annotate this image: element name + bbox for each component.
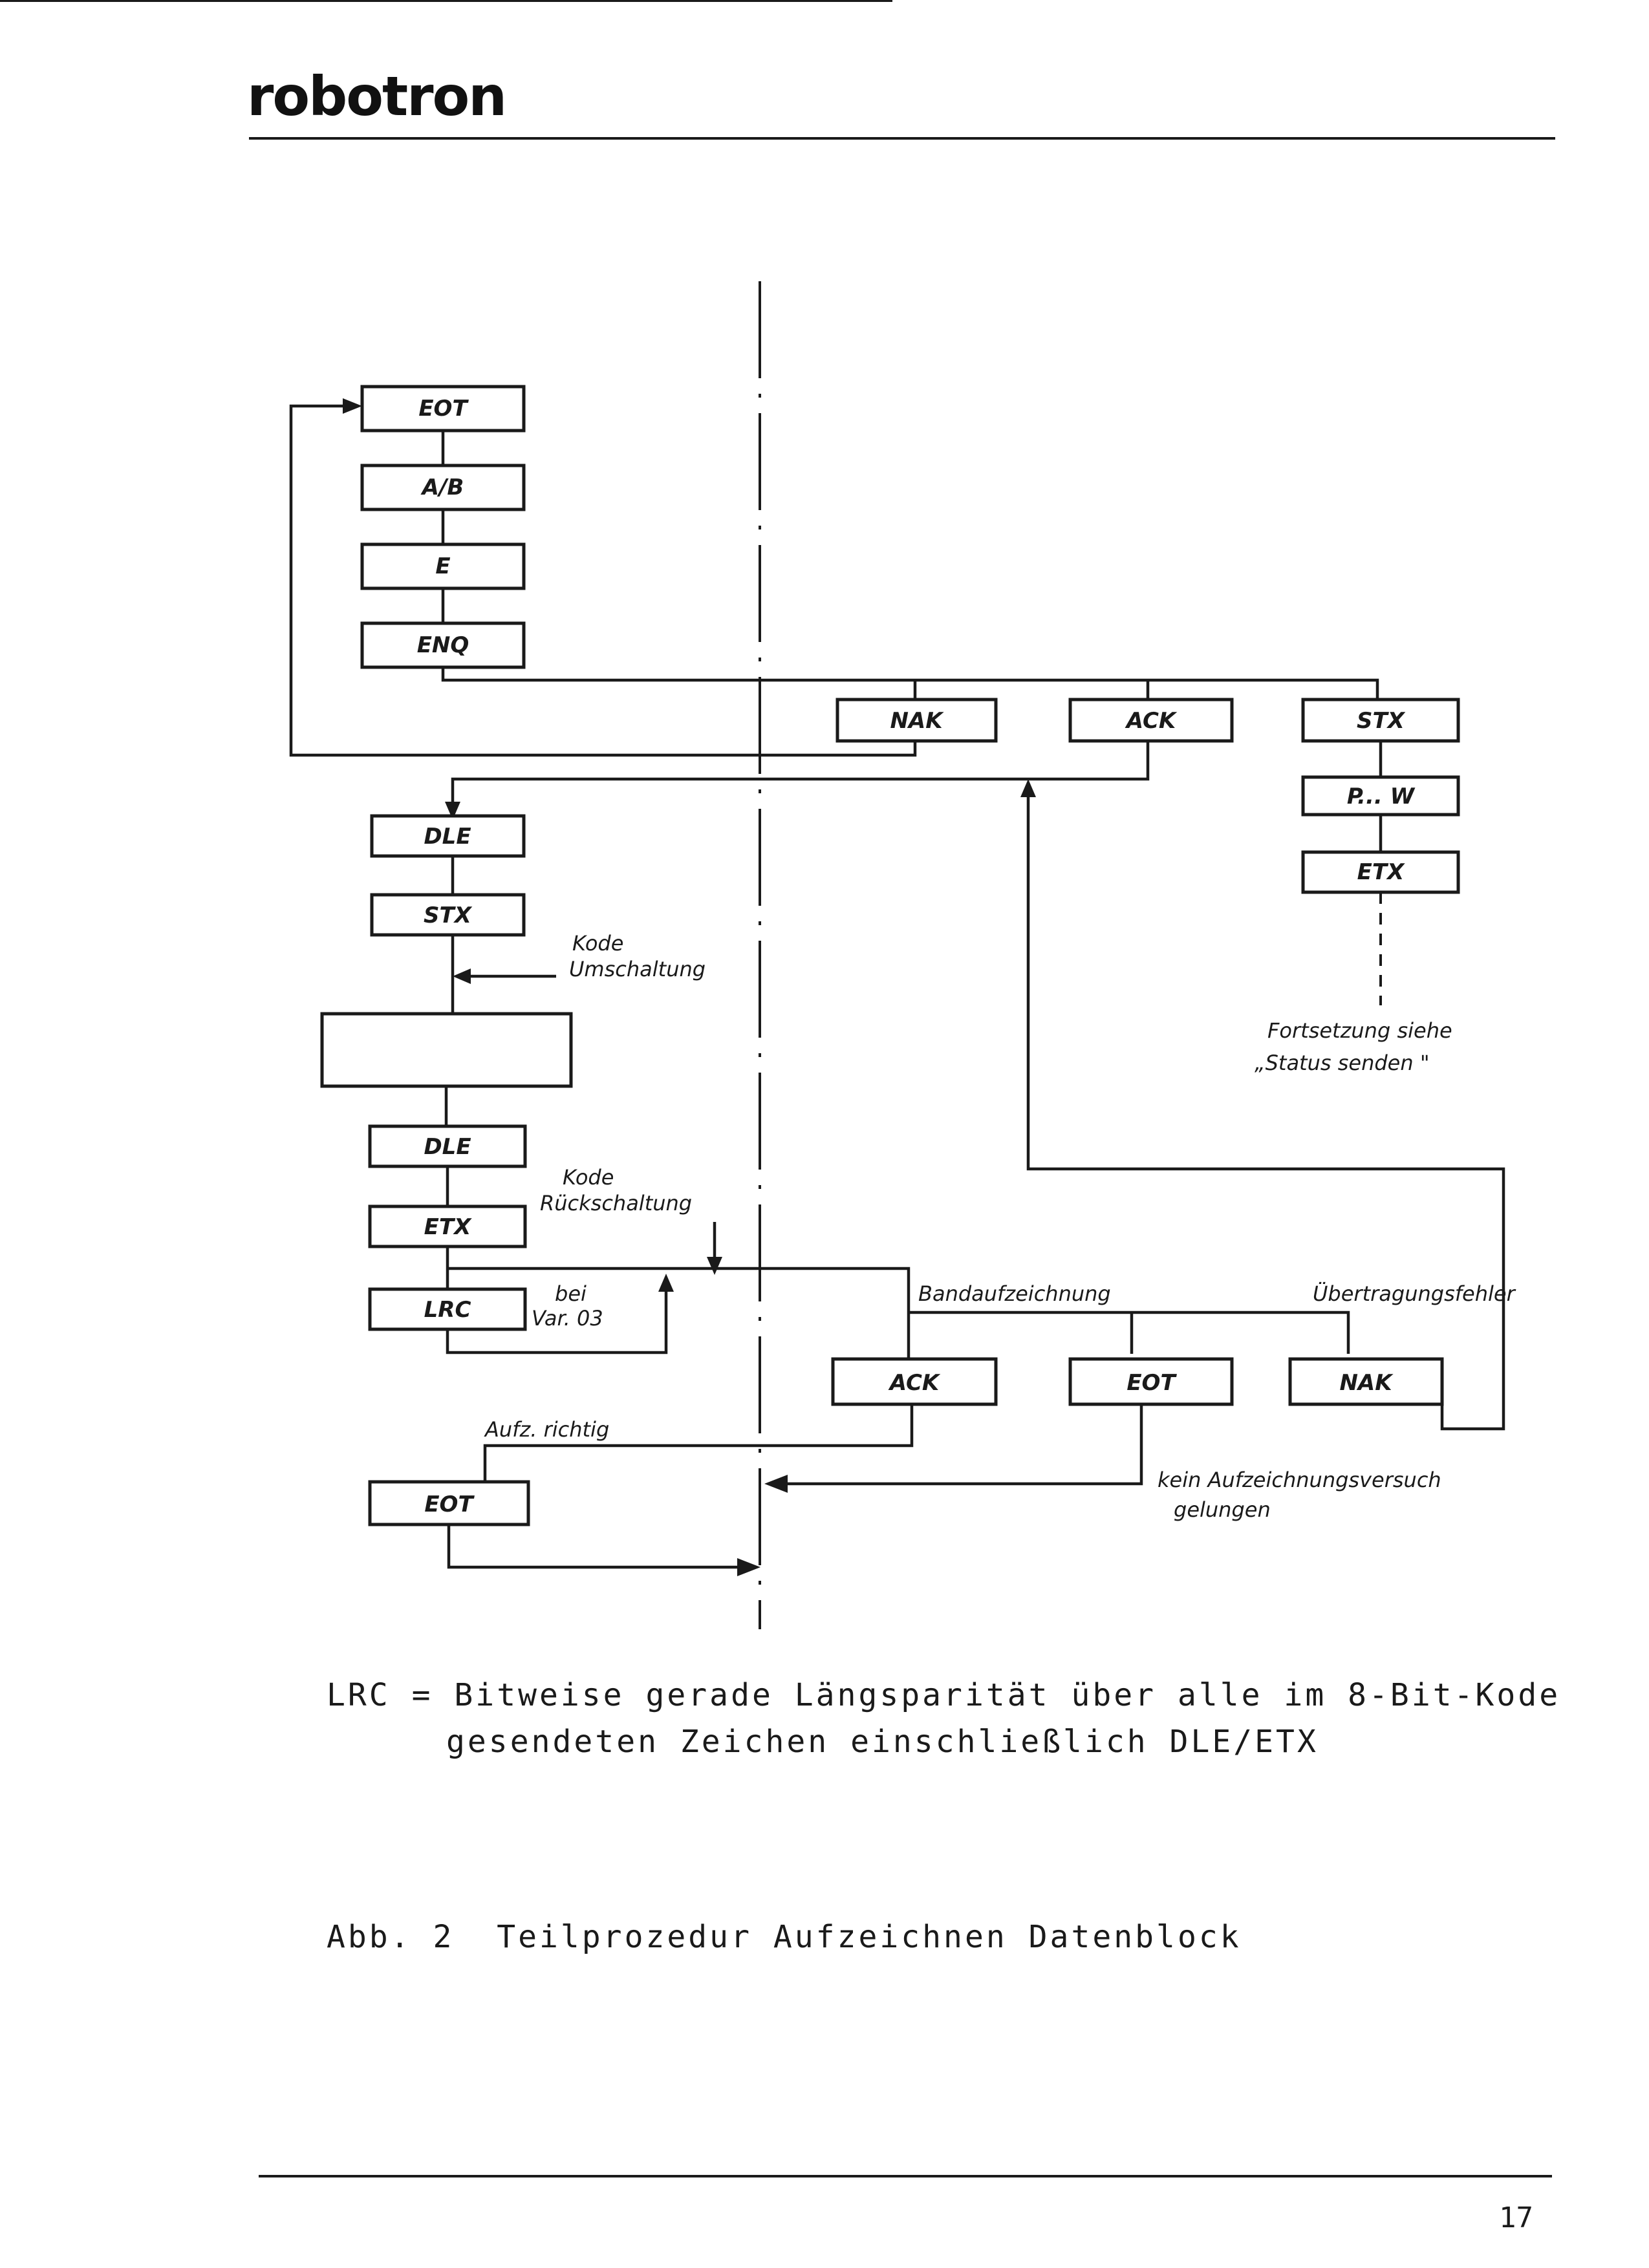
note-bei-1: bei: [555, 1281, 587, 1306]
connector-main-bus: [447, 1267, 911, 1359]
box-ab-label: A/B: [420, 475, 464, 500]
box-nak-bottom: [1288, 1357, 1444, 1406]
connector-enq-bus: [441, 667, 1379, 700]
arrow-end-head: [737, 1558, 760, 1576]
box-eot-top-label: EOT: [418, 396, 469, 422]
top-edge-line: [0, 0, 892, 2]
note-bei-2: Var. 03: [532, 1306, 603, 1331]
note-rueckschaltung-2: Rückschaltung: [540, 1191, 692, 1215]
note-bandaufzeichnung: Bandaufzeichnung: [918, 1281, 1111, 1306]
box-etx-left: [368, 1204, 527, 1248]
box-eot-final: [368, 1480, 530, 1526]
connector-eot-fail: [782, 1404, 1143, 1486]
box-dle-1-label: DLE: [424, 824, 471, 850]
arrow-into-dle: [445, 802, 460, 820]
box-nak-bottom-label: NAK: [1339, 1370, 1394, 1396]
box-etx-right-label: ETX: [1357, 859, 1405, 885]
arrow-nak-repeat-head: [1020, 779, 1036, 797]
header-rule: [249, 137, 1555, 140]
note-umschaltung-1: Kode: [572, 931, 623, 956]
connector-ack-dle: [451, 741, 1150, 811]
note-uebertragungsfehler: Übertragungsfehler: [1313, 1281, 1516, 1306]
note-rueckschaltung-1: Kode: [563, 1165, 614, 1190]
connector-nak-loop: [289, 404, 917, 757]
box-eot-bottom-label: EOT: [1126, 1370, 1177, 1396]
box-dle-2: [368, 1124, 527, 1168]
page-number: 17: [1499, 2201, 1533, 2234]
box-eot-top: [360, 385, 526, 433]
note-kein-versuch-1: kein Aufzeichnungsversuch: [1158, 1468, 1441, 1492]
box-stx-left-label: STX: [424, 903, 473, 928]
arrow-into-eot-top: [343, 398, 362, 414]
footer-rule: [259, 2175, 1552, 2177]
box-ack-bottom: [831, 1357, 998, 1406]
box-eot-bottom: [1068, 1357, 1234, 1406]
arrow-rueckschaltung-head: [707, 1257, 722, 1275]
note-fortsetzung-1: Fortsetzung siehe: [1267, 1018, 1452, 1043]
box-enq-label: ENQ: [417, 632, 469, 658]
box-lrc-label: LRC: [424, 1297, 471, 1323]
connector-branch-bus: [909, 1311, 1350, 1354]
box-etx-left-label: ETX: [424, 1214, 472, 1240]
box-data-block: [320, 1012, 573, 1088]
connector-lrc-bypass: [446, 1283, 668, 1354]
box-ab: [360, 464, 526, 511]
box-pw-label: P... W: [1347, 784, 1416, 809]
box-e-label: E: [435, 553, 450, 579]
box-lrc: [368, 1287, 527, 1331]
connector-eot-end: [447, 1524, 742, 1569]
note-kein-versuch-2: gelungen: [1174, 1497, 1271, 1522]
note-fortsetzung-2: „Status senden ": [1255, 1051, 1430, 1075]
legend-line-1: LRC = Bitweise gerade Längsparität über …: [327, 1677, 1561, 1713]
box-eot-final-label: EOT: [424, 1492, 475, 1517]
box-nak-top-label: NAK: [890, 708, 944, 734]
robotron-logo: robotron: [247, 65, 507, 128]
figure-caption: Abb. 2 Teilprozedur Aufzeichnen Datenblo…: [327, 1919, 1242, 1955]
box-nak-top: [835, 698, 998, 743]
note-aufz-richtig: Aufz. richtig: [484, 1417, 609, 1442]
box-dle-2-label: DLE: [424, 1134, 471, 1160]
box-ack-top: [1068, 698, 1234, 743]
arrow-umschaltung-head: [453, 968, 471, 984]
box-stx-left: [370, 893, 526, 937]
box-dle-1: [370, 814, 526, 858]
box-ack-top-label: ACK: [1125, 708, 1178, 734]
note-umschaltung-2: Umschaltung: [569, 957, 706, 981]
connector-nak-repeat-loop: [1026, 790, 1505, 1431]
box-stx-right-label: STX: [1357, 708, 1406, 734]
arrow-eot-fail-head: [764, 1475, 788, 1493]
box-ack-bottom-label: ACK: [888, 1370, 941, 1396]
legend-line-2: gesendeten Zeichen einschließlich DLE/ET…: [446, 1724, 1319, 1760]
arrow-lrc-bypass-head: [658, 1274, 674, 1292]
connector-ack-eotfinal: [483, 1404, 914, 1481]
